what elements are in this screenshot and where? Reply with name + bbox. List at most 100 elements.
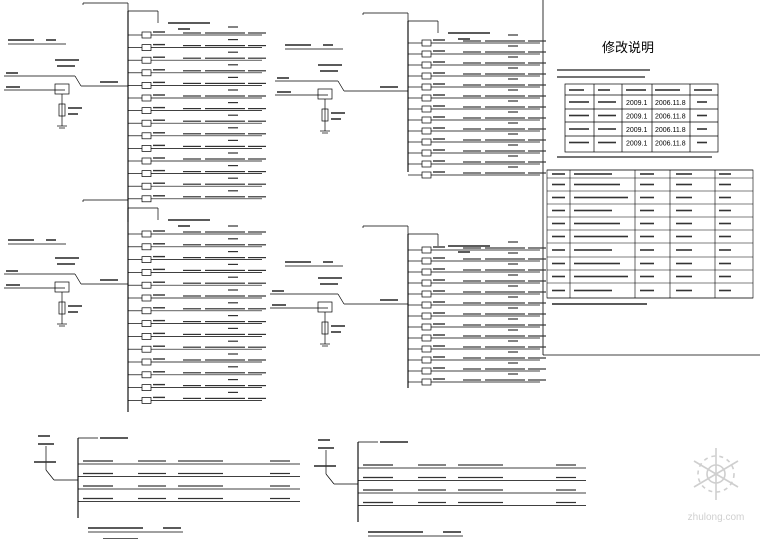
source-label [318,439,330,441]
branch-breaker-label [153,195,165,197]
cable-spec [183,45,201,47]
cable-spec [463,95,481,97]
panel-title [448,32,490,34]
cable-spec [183,385,201,387]
cable-spec [248,308,266,310]
cable-spec [183,82,201,84]
cable-spec [528,247,546,249]
legend-remark [719,249,731,251]
switch-blade [337,80,345,92]
bus-label [100,81,118,83]
cable-spec [463,247,481,249]
branch-breaker-label [153,56,165,58]
cable-spec [528,106,546,108]
branch-breaker-label [153,294,165,296]
branch-breaker [141,358,152,366]
rev-row-label [569,128,589,130]
cable-spec [183,120,201,122]
panel-caption [163,527,181,529]
cable-spec [485,247,525,249]
load-label [270,497,290,500]
cable-spec [248,346,266,348]
load-label [228,391,238,393]
load-label [270,485,290,487]
section-label [323,261,333,263]
cable-spec [485,291,525,293]
load-label [508,285,518,287]
branch-breaker [421,94,432,102]
cable-spec [138,497,166,500]
load-label [508,78,518,80]
cable-spec [485,150,525,152]
breaker-label [314,465,336,467]
panel-title [168,22,210,24]
branch-breaker-label [153,332,165,335]
cable-spec [205,282,245,284]
branch-breaker [141,44,152,51]
branch-breaker [421,323,432,331]
branch-breaker-label [153,94,165,96]
branch-breaker-label [433,323,445,325]
cable-spec [205,308,245,310]
load-label [228,165,238,167]
cable-spec [248,108,266,110]
legend-remark [719,275,731,278]
cable-spec [485,346,525,348]
cable-spec [485,139,525,141]
branch-breaker-label [433,116,445,118]
load-label [228,64,238,66]
branch-breaker-label [433,312,445,314]
cable-spec [463,379,481,381]
cable-spec [528,84,546,86]
cable-spec [205,359,245,361]
branch-breaker [421,160,432,168]
meter-label [68,113,78,115]
cable-spec [463,51,481,53]
branch-breaker [421,367,432,375]
legend-unit [676,222,692,225]
cable-spec [248,171,266,173]
branch-breaker-label [433,61,445,63]
cable-spec [528,335,546,337]
branch-breaker [141,69,152,77]
cable-spec [528,324,546,326]
load-label [556,464,576,466]
panel-5 [34,435,300,540]
cable-spec [463,139,481,141]
cable-spec [248,282,266,284]
legend-description [574,222,620,225]
load-label [228,379,238,381]
incoming-label [272,290,284,292]
cable-spec [183,183,201,185]
load-label [508,307,518,309]
cable-spec [205,385,245,387]
load-label [228,177,238,179]
cable-spec [528,357,546,359]
switch-blade [74,75,82,87]
branch-breaker [141,345,152,353]
load-label [228,190,238,192]
branch-breaker-label [433,72,445,74]
cable-spec [248,372,266,374]
main-breaker-spec [57,65,75,67]
switch-blade [325,473,335,485]
cable-spec [485,335,525,337]
legend-unit [676,196,692,199]
load-label [228,302,238,304]
branch-breaker [141,320,152,327]
branch-breaker [421,83,432,91]
branch-breaker-label [433,290,445,292]
cable-spec [458,476,503,479]
cable-spec [205,70,245,72]
meter-box [58,103,66,117]
incoming-label [6,72,18,74]
branch-breaker-label [153,255,165,258]
branch-breaker-label [433,345,445,347]
legend-unit [676,209,692,212]
cable-spec [138,460,166,462]
cable-spec [528,302,546,304]
branch-breaker [141,107,152,114]
branch-breaker [421,116,432,124]
branch-breaker-label [153,383,165,386]
